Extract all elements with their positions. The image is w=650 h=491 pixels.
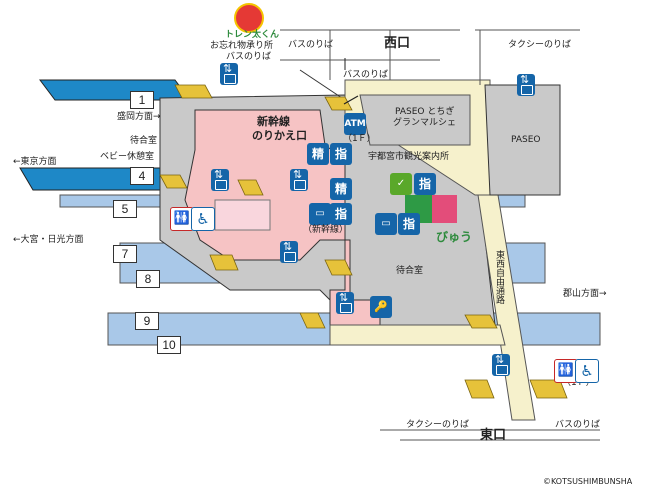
mascot-icon	[234, 3, 264, 33]
platform-4	[19, 167, 179, 191]
east-west-passage-label: 東西自由通路	[494, 250, 504, 304]
to-omiya-label: ←大宮・日光方面	[13, 235, 84, 245]
elevator-icon	[517, 73, 535, 96]
east-exit-label: 東口	[480, 428, 507, 443]
fare-adjust-icon-1: 精	[307, 143, 329, 165]
elevator-icon	[280, 240, 298, 263]
to-koriyama-label: 郡山方面→	[563, 289, 607, 299]
room-pink	[214, 199, 271, 231]
toilet-icon: 🚻	[554, 359, 578, 383]
escalators	[159, 84, 568, 399]
paseo-building	[484, 84, 561, 196]
atm-icon: ATM	[344, 113, 366, 135]
bus-east-label: バスのりば	[555, 420, 601, 430]
elevator-icon	[492, 353, 510, 376]
reserved-seat-icon-3: 指	[330, 203, 352, 225]
shop-pink	[432, 195, 457, 223]
west-exit-label: 西口	[384, 36, 411, 51]
bus-stop-label-upper: バスのりば	[226, 52, 272, 62]
bus-west-label: バスのりば	[343, 70, 389, 80]
platform-number-8: 8	[136, 270, 160, 288]
view-plaza-logo: びゅう	[436, 230, 473, 244]
elevator-icon	[211, 168, 229, 191]
toilet-icon: 🚻	[170, 207, 194, 231]
reserved-seat-icon: 指	[330, 143, 352, 165]
reserved-seat-icon-4: 指	[398, 213, 420, 235]
taxi-west-label: タクシーのりば	[508, 40, 572, 50]
green-window-icon: ✓	[390, 173, 412, 195]
arrow-west	[343, 95, 359, 105]
shinkansen-transfer-label-1: 新幹線	[257, 115, 290, 128]
paseo-label: PASEO	[511, 135, 541, 145]
ticket-machine-icon: ▭	[309, 203, 331, 225]
copyright-label: ©KOTSUSHIMBUNSHA	[543, 477, 633, 486]
platform-number-5: 5	[113, 200, 137, 218]
platform-number-9: 9	[135, 312, 159, 330]
to-morioka-label: 盛岡方面→	[117, 112, 161, 122]
platform-1	[39, 79, 191, 101]
key-locker-icon: 🔑	[370, 296, 392, 318]
waiting-room-north-label: 待合室	[130, 136, 158, 146]
east-connector	[329, 324, 506, 346]
reserved-seat-icon-2: 指	[414, 173, 436, 195]
to-tokyo-label: ←東京方面	[13, 157, 57, 167]
atm-floor-label: （1Ｆ）	[343, 134, 376, 144]
road-line	[299, 69, 346, 101]
fare-adjust-icon-2: 精	[330, 178, 352, 200]
elevator-icon	[220, 62, 238, 85]
platform-number-7: 7	[113, 245, 137, 263]
mascot-name: トレン太くん	[225, 30, 280, 40]
ticket-machine-icon-2: ▭	[375, 213, 397, 235]
platform-number-4: 4	[130, 167, 154, 185]
paseo-tochigi-label: PASEO とちぎ	[395, 107, 455, 117]
accessible-icon: ♿	[191, 207, 215, 231]
elevator-icon	[336, 291, 354, 314]
accessible-icon: ♿	[575, 359, 599, 383]
shinkansen-transfer-label-2: のりかえ口	[252, 129, 307, 142]
platform-number-10: 10	[157, 336, 181, 354]
shinkansen-paren-label: （新幹線）	[303, 225, 349, 235]
platform-number-1: 1	[130, 91, 154, 109]
baby-room-label: ベビー休憩室	[100, 152, 155, 162]
waiting-room-south-label: 待合室	[396, 266, 424, 276]
toilet-floor-label: （1Ｆ）	[562, 378, 595, 388]
elevator-icon	[290, 168, 308, 191]
lost-and-found-label: お忘れ物承り所	[210, 41, 274, 51]
taxi-east-label: タクシーのりば	[406, 420, 470, 430]
tourist-info-label: 宇都宮市観光案内所	[368, 152, 450, 162]
paseo-tochigi-block	[359, 94, 471, 146]
bus-stop-label-top: バスのりば	[288, 40, 334, 50]
grand-marche-label: グランマルシェ	[393, 118, 457, 128]
